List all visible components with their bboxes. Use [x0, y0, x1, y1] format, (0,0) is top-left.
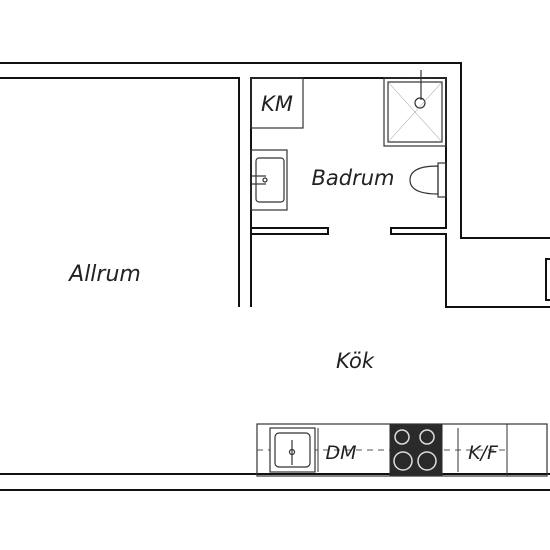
wall-right-stub	[445, 237, 473, 307]
label-km: KM	[261, 92, 293, 116]
bathroom-fixtures	[250, 70, 447, 211]
walls	[0, 62, 550, 491]
wall-top-outer	[0, 62, 550, 239]
kitchen-counter	[256, 423, 548, 477]
wall-bath-left	[251, 227, 329, 235]
shower-icon	[383, 70, 447, 147]
washbasin-icon	[250, 149, 288, 211]
km-cabinet	[250, 77, 304, 129]
label-kf: K/F	[468, 442, 499, 464]
toilet-icon	[409, 162, 447, 198]
wall-right-box	[545, 258, 550, 301]
label-allrum: Allrum	[67, 262, 141, 287]
stove-icon	[389, 424, 443, 476]
label-dm: DM	[325, 442, 356, 464]
label-kok: Kök	[336, 349, 375, 373]
sink-icon	[269, 427, 316, 473]
label-badrum: Badrum	[311, 166, 394, 190]
